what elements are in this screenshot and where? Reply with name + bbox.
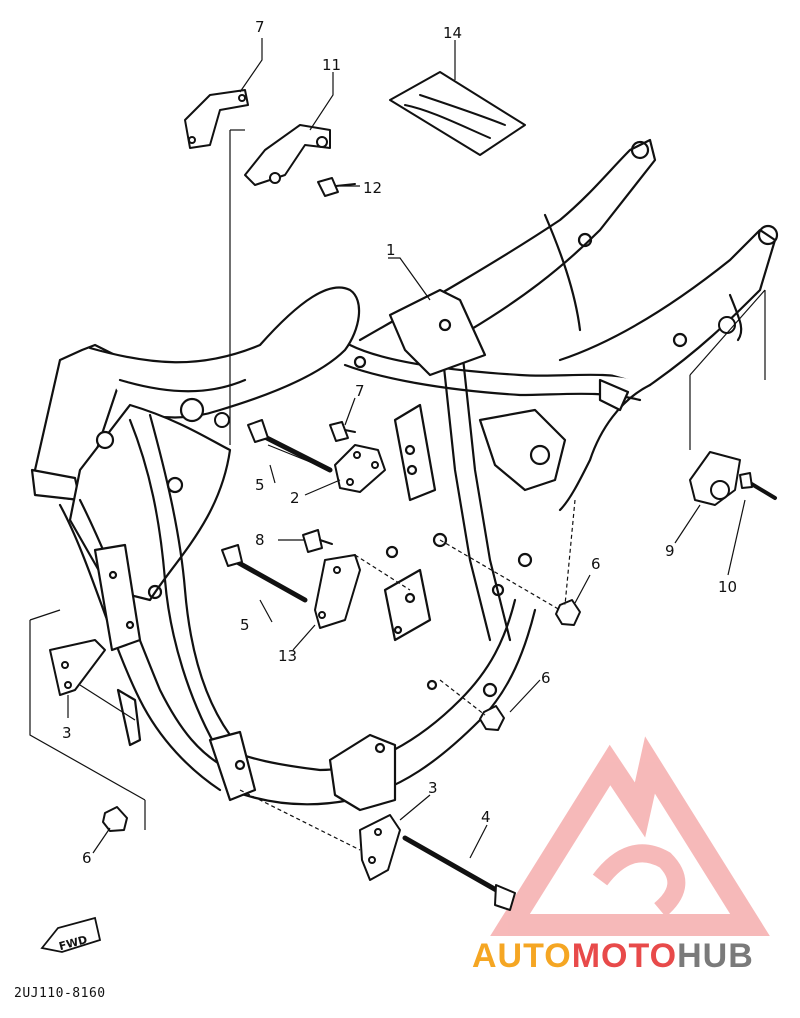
callout-9: 9 (665, 542, 675, 560)
leader-lines (67, 38, 746, 859)
callout-7-lower: 8 (255, 531, 265, 549)
bracket-3-lower (359, 814, 401, 881)
bolt-7-upper (329, 421, 349, 442)
callout-5-upper: 5 (255, 476, 265, 494)
callout-12: 12 (363, 179, 382, 197)
guide-lines (29, 129, 766, 851)
callout-3-left: 3 (62, 724, 72, 742)
watermark-auto: AUTO (472, 937, 572, 975)
nut-6-left (102, 806, 128, 832)
plate-2 (334, 444, 386, 493)
callout-6-right: 6 (591, 555, 601, 573)
callout-10: 10 (718, 578, 737, 596)
callout-14: 14 (443, 24, 462, 42)
callout-1: 1 (386, 241, 396, 259)
bracket-8 (184, 89, 249, 149)
callout-7-upper: 7 (355, 382, 365, 400)
callout-6-mid: 6 (541, 669, 551, 687)
nut-6-right (555, 599, 581, 626)
bolt-5-lower (227, 555, 308, 603)
nut-6-mid (479, 705, 505, 731)
bracket-3-left (49, 639, 106, 696)
bolt-7-lower (302, 529, 323, 553)
fwd-arrow-icon: FWD (40, 916, 102, 953)
callout-2: 2 (290, 489, 300, 507)
part-code: 2UJ110-8160 (14, 986, 106, 1001)
callout-13: 13 (278, 647, 297, 665)
plate-13 (314, 554, 361, 629)
callout-3-lower: 3 (428, 779, 438, 797)
bracket-11 (244, 124, 331, 186)
main-frame (30, 138, 779, 812)
watermark-moto: MOTO (571, 937, 678, 975)
callout-8: 7 (255, 18, 265, 36)
pad-14 (389, 71, 526, 156)
callout-5-lower: 5 (240, 616, 250, 634)
callout-4: 4 (481, 808, 491, 826)
watermark-hub: HUB (677, 937, 754, 975)
exploded-parts (49, 71, 777, 911)
callout-6-left: 6 (82, 849, 92, 867)
bolt-4 (402, 835, 508, 898)
callout-11: 11 (322, 56, 341, 74)
watermark-text: AUTOMOTOHUB (472, 937, 754, 976)
watermark-logo-icon (490, 736, 770, 936)
callouts: 7 11 14 12 1 7 5 2 8 5 13 6 6 3 6 3 4 9 … (62, 18, 737, 867)
bolt-12 (317, 177, 339, 197)
